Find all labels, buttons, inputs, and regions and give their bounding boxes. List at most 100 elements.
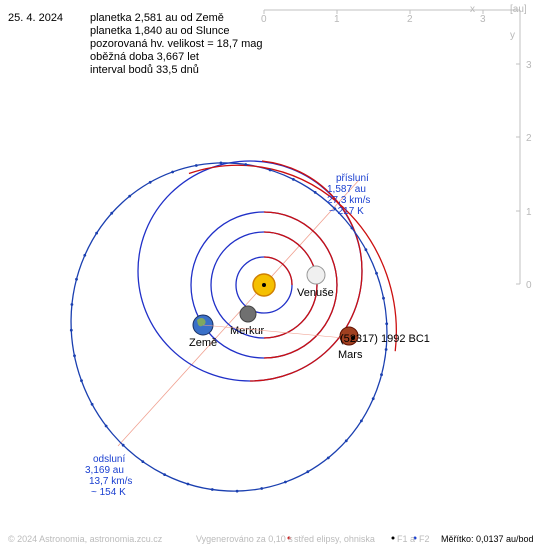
earth: Země [189, 314, 356, 349]
mars-disk [339, 326, 359, 346]
planet-orbits [137, 160, 363, 382]
asteroid-position-dot [110, 211, 114, 215]
x-tick-label-0: 0 [261, 14, 267, 25]
asteroid-position-dot [235, 489, 239, 493]
asteroid-position-dot [70, 303, 74, 306]
axis-labels: 0 1 2 3 x [au] y 3 2 1 0 [261, 4, 532, 291]
date-label: 25. 4. 2024 [8, 12, 64, 24]
asteroid-position-dot [350, 226, 354, 230]
footer-generated: Vygenerováno za 0,10 s [196, 534, 293, 544]
mars: Mars [338, 326, 363, 361]
asteroid-orbit-arc [188, 164, 397, 352]
asteroid-position-dot [244, 163, 248, 166]
asteroid-position-dot [194, 164, 198, 167]
perihelion-info: přísluní 1,587 au 27,3 km/s ~ 217 K [327, 173, 370, 217]
asteroid-position-dot [375, 271, 378, 275]
asteroid-position-dot [69, 328, 73, 332]
legend-center-marker [287, 536, 291, 540]
asteroid-position-dot [382, 296, 385, 300]
asteroid-position-dot [260, 487, 264, 490]
mars-orbit-arc [249, 160, 363, 382]
asteroid-position-dot [364, 248, 368, 252]
y-axis-label: y [510, 30, 515, 41]
asteroid-position-dot [292, 178, 295, 181]
asteroid-position-dot [163, 473, 167, 476]
footer-legend-center: střed elipsy, ohniska [294, 534, 375, 544]
earth-asteroid-line [202, 324, 356, 340]
venus-disk [306, 265, 326, 285]
y-tick-label-2: 2 [526, 133, 532, 144]
asteroid-position-dot [380, 373, 383, 377]
asteroid-position-dot [210, 488, 214, 491]
venus-label: Venuše [297, 287, 334, 299]
earth-orbit-arc [263, 211, 338, 359]
legend-f1-marker [391, 536, 395, 540]
info-line-magnitude: pozorovaná hv. velikost = 18,7 mag [90, 38, 263, 50]
asteroid-marker [351, 336, 355, 340]
info-line-period: oběžná doba 3,667 let [90, 51, 199, 63]
aphelion-speed: 13,7 km/s [89, 476, 132, 487]
perihelion-title: přísluní [336, 173, 369, 184]
x-axis-label: x [470, 4, 475, 15]
footer-legend-f2: F2 [419, 534, 430, 544]
asteroid-position-dot [326, 456, 330, 460]
asteroid-position-dot [371, 397, 375, 401]
asteroid-position-dot [313, 191, 317, 194]
venus-orbit-arc [263, 231, 318, 339]
earth-land [197, 318, 206, 327]
perihelion-speed: 27,3 km/s [327, 195, 370, 206]
asteroid-position-dot [219, 161, 223, 165]
asteroid-position-dot [284, 480, 287, 484]
asteroid-position-dot [333, 207, 337, 211]
asteroid-position-dots [69, 161, 389, 493]
x-tick-label-2: 2 [407, 14, 413, 25]
mercury: Merkur [230, 305, 265, 337]
y-tick-label-3: 3 [526, 60, 532, 71]
asteroid-position-dot [104, 424, 108, 428]
aphelion-title: odsluní [93, 454, 125, 465]
earth-label: Země [189, 337, 217, 349]
footer-scale: Měřítko: 0,0137 au/bod [441, 534, 534, 544]
asteroid-position-dot [83, 253, 87, 257]
x-tick-label-3: 3 [480, 14, 486, 25]
apsidal-line [117, 179, 360, 447]
mars-label: Mars [338, 349, 363, 361]
asteroid-position-dot [128, 194, 132, 198]
info-line-distance-sun: planetka 1,840 au od Slunce [90, 25, 230, 37]
asteroid-position-dot [171, 170, 175, 174]
sun [252, 273, 276, 297]
asteroid-position-dot [95, 231, 98, 235]
perihelion-distance: 1,587 au [327, 184, 366, 195]
asteroid: (52317) 1992 BC1 [340, 333, 430, 345]
y-tick-label-1: 1 [526, 207, 532, 218]
legend-f2-marker [413, 536, 417, 540]
asteroid-label: (52317) 1992 BC1 [340, 333, 430, 345]
venus: Venuše [297, 265, 334, 299]
asteroid-position-dot [385, 322, 389, 326]
mercury-orbit-arc [263, 256, 293, 286]
asteroid-position-dot [90, 402, 94, 406]
footer-legend-f1: F1 a [397, 534, 416, 544]
asteroid-position-dot [344, 439, 348, 443]
footer-copyright: © 2024 Astronomia, astronomia.zcu.cz [8, 534, 163, 544]
asteroid-position-dot [306, 470, 310, 474]
info-line-distance-earth: planetka 2,581 au od Země [90, 12, 224, 24]
asteroid-position-dot [75, 277, 78, 281]
asteroid-position-dot [384, 348, 388, 351]
info-line-interval: interval bodů 33,5 dnů [90, 64, 199, 76]
x-tick-label-1: 1 [334, 14, 340, 25]
sun-center [262, 283, 266, 287]
asteroid-position-dot [268, 168, 272, 172]
aphelion-distance: 3,169 au [85, 465, 124, 476]
asteroid-position-dot [186, 482, 190, 486]
mercury-label: Merkur [230, 325, 265, 337]
mercury-disk [239, 305, 257, 323]
axes [263, 9, 521, 285]
unit-label: [au] [510, 4, 527, 15]
asteroid-position-dot [141, 460, 145, 463]
asteroid-position-dot [121, 443, 125, 447]
y-tick-label-0: 0 [526, 280, 532, 291]
asteroid-position-dot [360, 419, 363, 423]
asteroid-position-dot [148, 180, 152, 184]
